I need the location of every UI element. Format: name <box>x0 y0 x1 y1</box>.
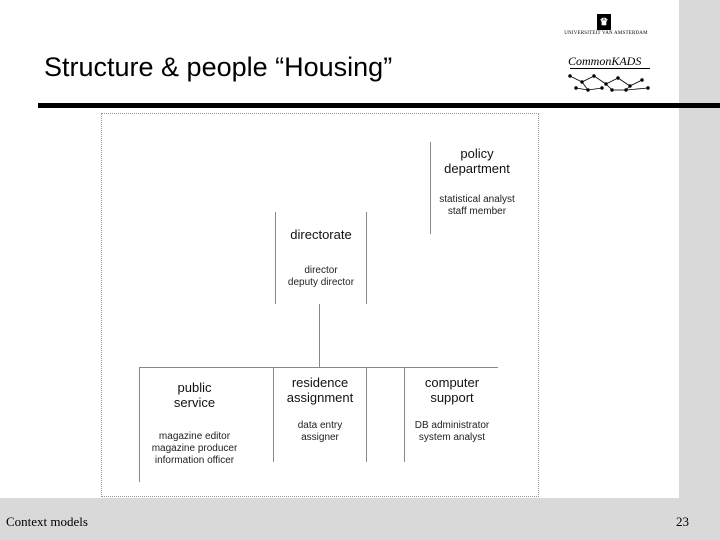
residence-node-left-border <box>273 367 274 462</box>
org-chart-frame: policy department statistical analyst st… <box>101 113 539 497</box>
directorate-connector <box>319 304 320 367</box>
commonkads-logo-text: CommonKADS <box>568 54 642 68</box>
directorate-node-title: directorate <box>290 227 352 242</box>
children-top-line <box>139 367 498 368</box>
right-decorative-band <box>679 0 720 540</box>
policy-node-roles: statistical analyst staff member <box>439 194 515 217</box>
public-node-left-border <box>139 367 140 482</box>
title-rule <box>38 103 720 108</box>
public-node-roles: magazine editor magazine producer inform… <box>151 431 238 466</box>
computer-node-left-border <box>404 367 405 462</box>
policy-node-title: policy department <box>444 146 510 176</box>
directorate-node-left-border <box>275 212 276 304</box>
residence-node-right-border <box>366 367 367 462</box>
logo-block: ♛ UNIVERSITEIT VAN AMSTERDAM CommonKADS <box>560 10 660 95</box>
commonkads-underline <box>570 68 650 69</box>
footer-section-label: Context models <box>6 514 88 529</box>
directorate-node-roles: director deputy director <box>287 265 355 288</box>
residence-node-roles: data entry assigner <box>297 420 343 443</box>
public-node-title: public service <box>173 380 216 410</box>
university-name: UNIVERSITEIT VAN AMSTERDAM <box>564 31 648 36</box>
bottom-decorative-band <box>0 498 720 540</box>
uva-seal-icon: ♛ <box>597 14 611 30</box>
directorate-node-right-border <box>366 212 367 304</box>
commonkads-network-icon <box>568 74 650 92</box>
page-number: 23 <box>676 514 689 529</box>
slide-title: Structure & people “Housing” <box>44 52 393 82</box>
computer-node-title: computer support <box>424 375 480 405</box>
residence-node-title: residence assignment <box>286 375 354 405</box>
computer-node-roles: DB administrator system analyst <box>414 420 490 443</box>
policy-node-left-border <box>430 142 431 234</box>
